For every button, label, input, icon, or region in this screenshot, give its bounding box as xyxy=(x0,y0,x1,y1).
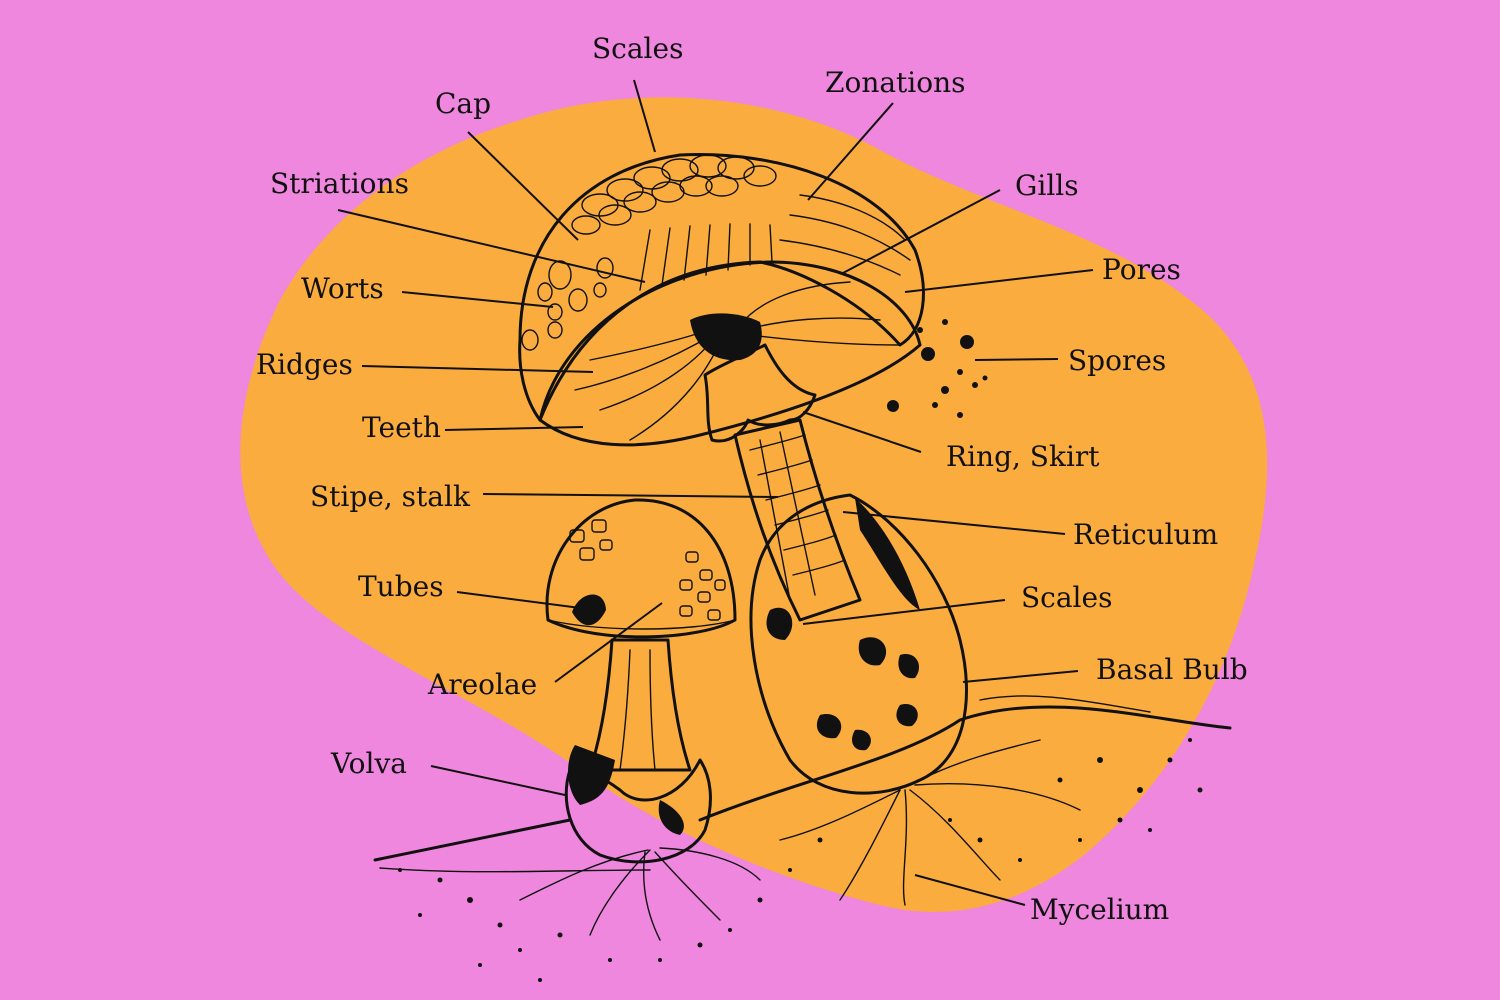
cap-striations xyxy=(639,223,773,291)
label-gills: Gills xyxy=(1015,169,1079,202)
leader-pores xyxy=(904,269,1094,293)
leader-scales-top xyxy=(633,79,656,153)
label-basal-bulb: Basal Bulb xyxy=(1096,653,1248,686)
leader-volva xyxy=(430,765,566,796)
leader-mycelium xyxy=(914,874,1026,906)
label-cap: Cap xyxy=(435,87,491,120)
label-ridges: Ridges xyxy=(256,348,353,381)
label-areolae: Areolae xyxy=(427,668,537,701)
leader-areolae xyxy=(554,602,663,683)
leader-scales-bottom xyxy=(802,599,1006,625)
leader-stipe xyxy=(482,493,779,498)
leader-gills xyxy=(842,189,1001,274)
leader-teeth xyxy=(444,426,584,431)
label-ring-skirt: Ring, Skirt xyxy=(946,440,1100,473)
label-mycelium: Mycelium xyxy=(1030,893,1169,926)
leader-worts xyxy=(401,291,554,308)
leader-striations xyxy=(337,209,646,283)
leader-ring-skirt xyxy=(802,411,922,453)
label-reticulum: Reticulum xyxy=(1073,518,1218,551)
mushroom-illustration xyxy=(373,153,1232,982)
labels: Scales Zonations Cap Striations Gills Po… xyxy=(256,32,1248,926)
small-stipe xyxy=(588,638,692,772)
leader-tubes xyxy=(456,591,589,610)
label-teeth: Teeth xyxy=(362,411,441,444)
soil-left xyxy=(373,818,572,862)
leader-lines xyxy=(337,79,1094,906)
ring-skirt xyxy=(703,343,817,443)
label-volva: Volva xyxy=(330,747,407,780)
label-scales-bottom: Scales xyxy=(1021,581,1112,614)
label-stipe-stalk: Stipe, stalk xyxy=(310,480,471,513)
leader-ridges xyxy=(361,365,594,373)
stipe-reticulum xyxy=(749,431,846,601)
label-pores: Pores xyxy=(1102,253,1181,286)
label-spores: Spores xyxy=(1068,344,1166,377)
leader-cap xyxy=(467,131,579,241)
big-cap xyxy=(518,153,925,422)
basal-bulb xyxy=(749,493,969,795)
label-worts: Worts xyxy=(301,272,384,305)
leader-reticulum xyxy=(842,511,1066,535)
leader-spores xyxy=(974,358,1059,361)
spores xyxy=(887,319,988,418)
cap-scales xyxy=(571,154,777,235)
label-zonations: Zonations xyxy=(825,66,966,99)
small-cap-areolae xyxy=(569,519,726,621)
small-volva xyxy=(564,758,712,864)
soil-speckles xyxy=(398,738,1203,982)
label-striations: Striations xyxy=(270,167,409,200)
soil-right xyxy=(698,705,1232,822)
label-tubes: Tubes xyxy=(358,570,444,603)
cap-worts xyxy=(521,257,614,351)
leader-zonations xyxy=(807,102,894,201)
label-scales-top: Scales xyxy=(592,32,683,65)
leader-basal-bulb xyxy=(962,670,1079,683)
cap-zonations xyxy=(779,194,911,276)
small-cap-tubes xyxy=(572,594,606,626)
